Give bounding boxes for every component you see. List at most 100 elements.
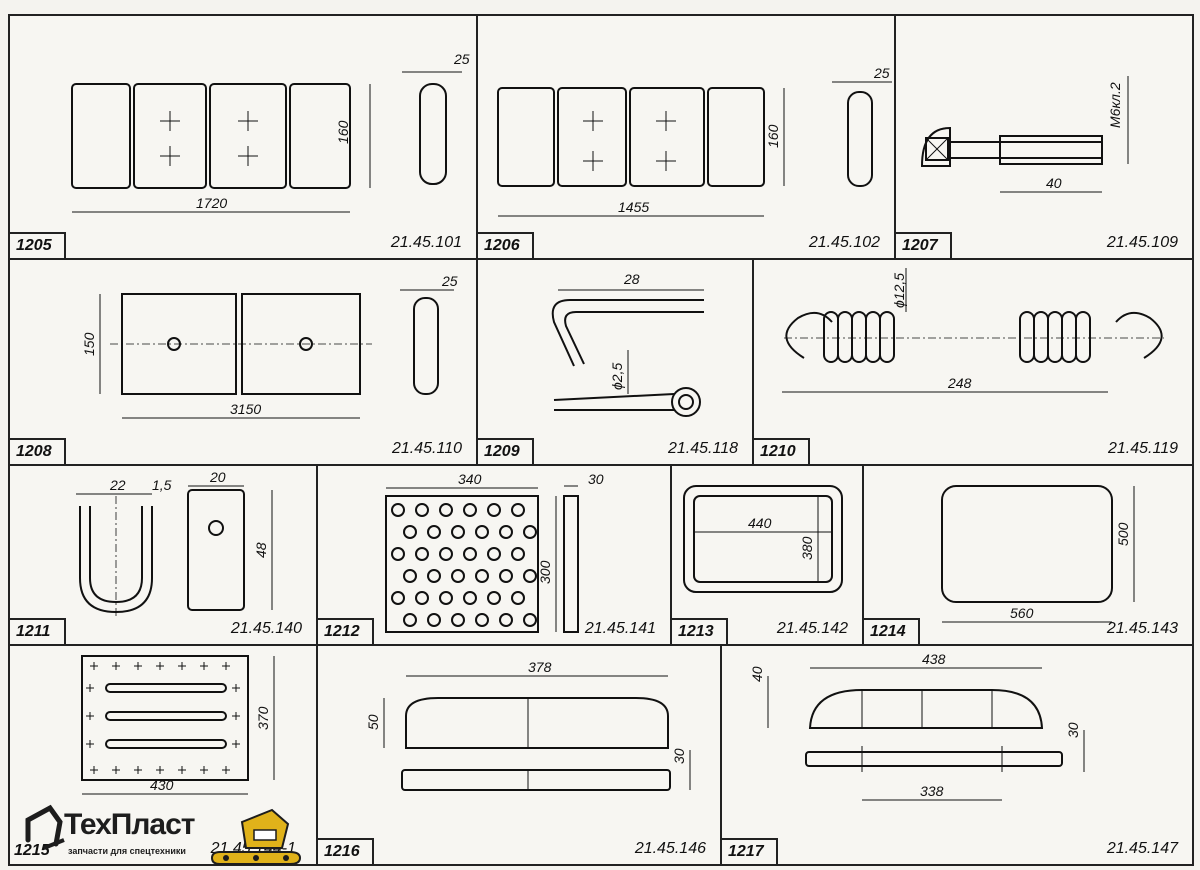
drawing-1215: 430 370 <box>81 655 275 795</box>
part-number-1216: 1216 <box>318 838 374 864</box>
part-code-1214: 21.45.143 <box>1106 620 1178 637</box>
dim-1205-a: 1720 <box>196 195 227 211</box>
drawing-1214: 560 500 <box>941 485 1135 623</box>
dim-1217-b: 40 <box>749 666 765 682</box>
rivet-mark <box>134 766 142 774</box>
part-number-1208: 1208 <box>10 438 66 464</box>
part-code-1209: 21.45.118 <box>668 440 738 457</box>
hole <box>391 547 405 561</box>
hole <box>403 525 417 539</box>
hole <box>439 547 453 561</box>
drawing-1213: 440 380 <box>683 485 843 593</box>
hole <box>523 613 537 627</box>
hole <box>415 503 429 517</box>
hole <box>523 525 537 539</box>
drawing-1205: 1720 160 25 <box>71 51 470 213</box>
hole <box>391 503 405 517</box>
drawing-1207: 40 М6кл.2 <box>920 76 1129 193</box>
part-code-1211: 21.45.140 <box>230 620 302 637</box>
dim-1214-b: 500 <box>1115 522 1131 546</box>
dim-1209-b: ϕ2,5 <box>609 363 625 390</box>
cell-1214: 560 500 1214 21.45.143 <box>862 464 1194 646</box>
part-number-1217: 1217 <box>722 838 778 864</box>
dim-1208-b: 150 <box>81 332 97 356</box>
part-number-1213: 1213 <box>672 618 728 644</box>
logo-brand: ТехПласт <box>64 808 195 841</box>
rivet-mark <box>200 662 208 670</box>
drawing-1217: 438 40 30 338 <box>749 651 1085 801</box>
cell-1206: 1455 160 25 1206 21.45.102 <box>476 14 896 260</box>
part-number-1215: 1215 <box>14 842 50 859</box>
hole <box>475 525 489 539</box>
dim-1215-a: 430 <box>150 777 174 793</box>
dim-1212-c: 300 <box>537 560 553 584</box>
hole <box>403 569 417 583</box>
dim-1211-c: 20 <box>209 469 226 485</box>
hole <box>523 569 537 583</box>
hole <box>439 591 453 605</box>
dim-1216-b: 50 <box>365 714 381 730</box>
hole <box>511 503 525 517</box>
hole <box>463 547 477 561</box>
dim-1217-d: 338 <box>920 783 944 799</box>
dim-1215-b: 370 <box>255 706 271 730</box>
part-number-1212: 1212 <box>318 618 374 644</box>
hole <box>391 591 405 605</box>
hole <box>511 547 525 561</box>
logo-tagline: запчасти для спецтехники <box>68 846 186 856</box>
dim-1205-c: 25 <box>453 51 470 67</box>
rivet-marks <box>86 662 240 774</box>
part-number-1214: 1214 <box>864 618 920 644</box>
rivet-mark <box>222 766 230 774</box>
rivet-mark <box>112 662 120 670</box>
dim-1211-b: 1,5 <box>152 477 172 493</box>
excavator-icon <box>25 804 302 865</box>
cell-1210: 248 ϕ12,5 1210 21.45.119 <box>752 258 1194 466</box>
rivet-mark <box>86 712 94 720</box>
hole <box>487 591 501 605</box>
hole <box>475 613 489 627</box>
drawing-1212: 340 30 300 <box>385 471 604 633</box>
hole <box>511 591 525 605</box>
rivet-mark <box>134 662 142 670</box>
dim-1207-a: 40 <box>1046 175 1062 191</box>
hole <box>475 569 489 583</box>
cell-1209: 28 ϕ2,5 1209 21.45.118 <box>476 258 754 466</box>
dim-1210-a: 248 <box>947 375 972 391</box>
dim-1210-b: ϕ12,5 <box>891 273 907 308</box>
part-number-1210: 1210 <box>754 438 810 464</box>
dim-1213-a: 440 <box>748 515 772 531</box>
rivet-mark <box>222 662 230 670</box>
cell-1211: 22 1,5 20 48 1211 21.45.140 <box>8 464 318 646</box>
hole-grid <box>391 503 537 627</box>
dim-1216-a: 378 <box>528 659 552 675</box>
hole <box>415 547 429 561</box>
dim-1216-c: 30 <box>671 748 687 764</box>
drawing-1216: 378 50 30 <box>365 659 691 791</box>
part-code-1210: 21.45.119 <box>1108 440 1178 457</box>
dim-1206-a: 1455 <box>618 199 649 215</box>
spring-coils-right <box>1019 311 1091 363</box>
cell-1208: 3150 150 25 1208 21.45.110 <box>8 258 478 466</box>
dim-1205-b: 160 <box>335 120 351 144</box>
hole <box>451 525 465 539</box>
rivet-mark <box>156 766 164 774</box>
part-code-1206: 21.45.102 <box>808 234 880 251</box>
dim-1208-a: 3150 <box>230 401 261 417</box>
dim-1208-c: 25 <box>441 273 458 289</box>
rivet-mark <box>156 662 164 670</box>
dim-1213-b: 380 <box>799 536 815 560</box>
dim-1212-a: 340 <box>458 471 482 487</box>
part-number-1206: 1206 <box>478 232 534 258</box>
hole <box>427 569 441 583</box>
hole <box>487 503 501 517</box>
hole <box>499 613 513 627</box>
hole <box>439 503 453 517</box>
dim-1209-a: 28 <box>623 271 640 287</box>
part-code-1208: 21.45.110 <box>392 440 462 457</box>
cell-1213: 440 380 1213 21.45.142 <box>670 464 864 646</box>
hole <box>499 525 513 539</box>
dim-1207-b: М6кл.2 <box>1107 82 1123 128</box>
part-code-1207: 21.45.109 <box>1106 234 1178 251</box>
